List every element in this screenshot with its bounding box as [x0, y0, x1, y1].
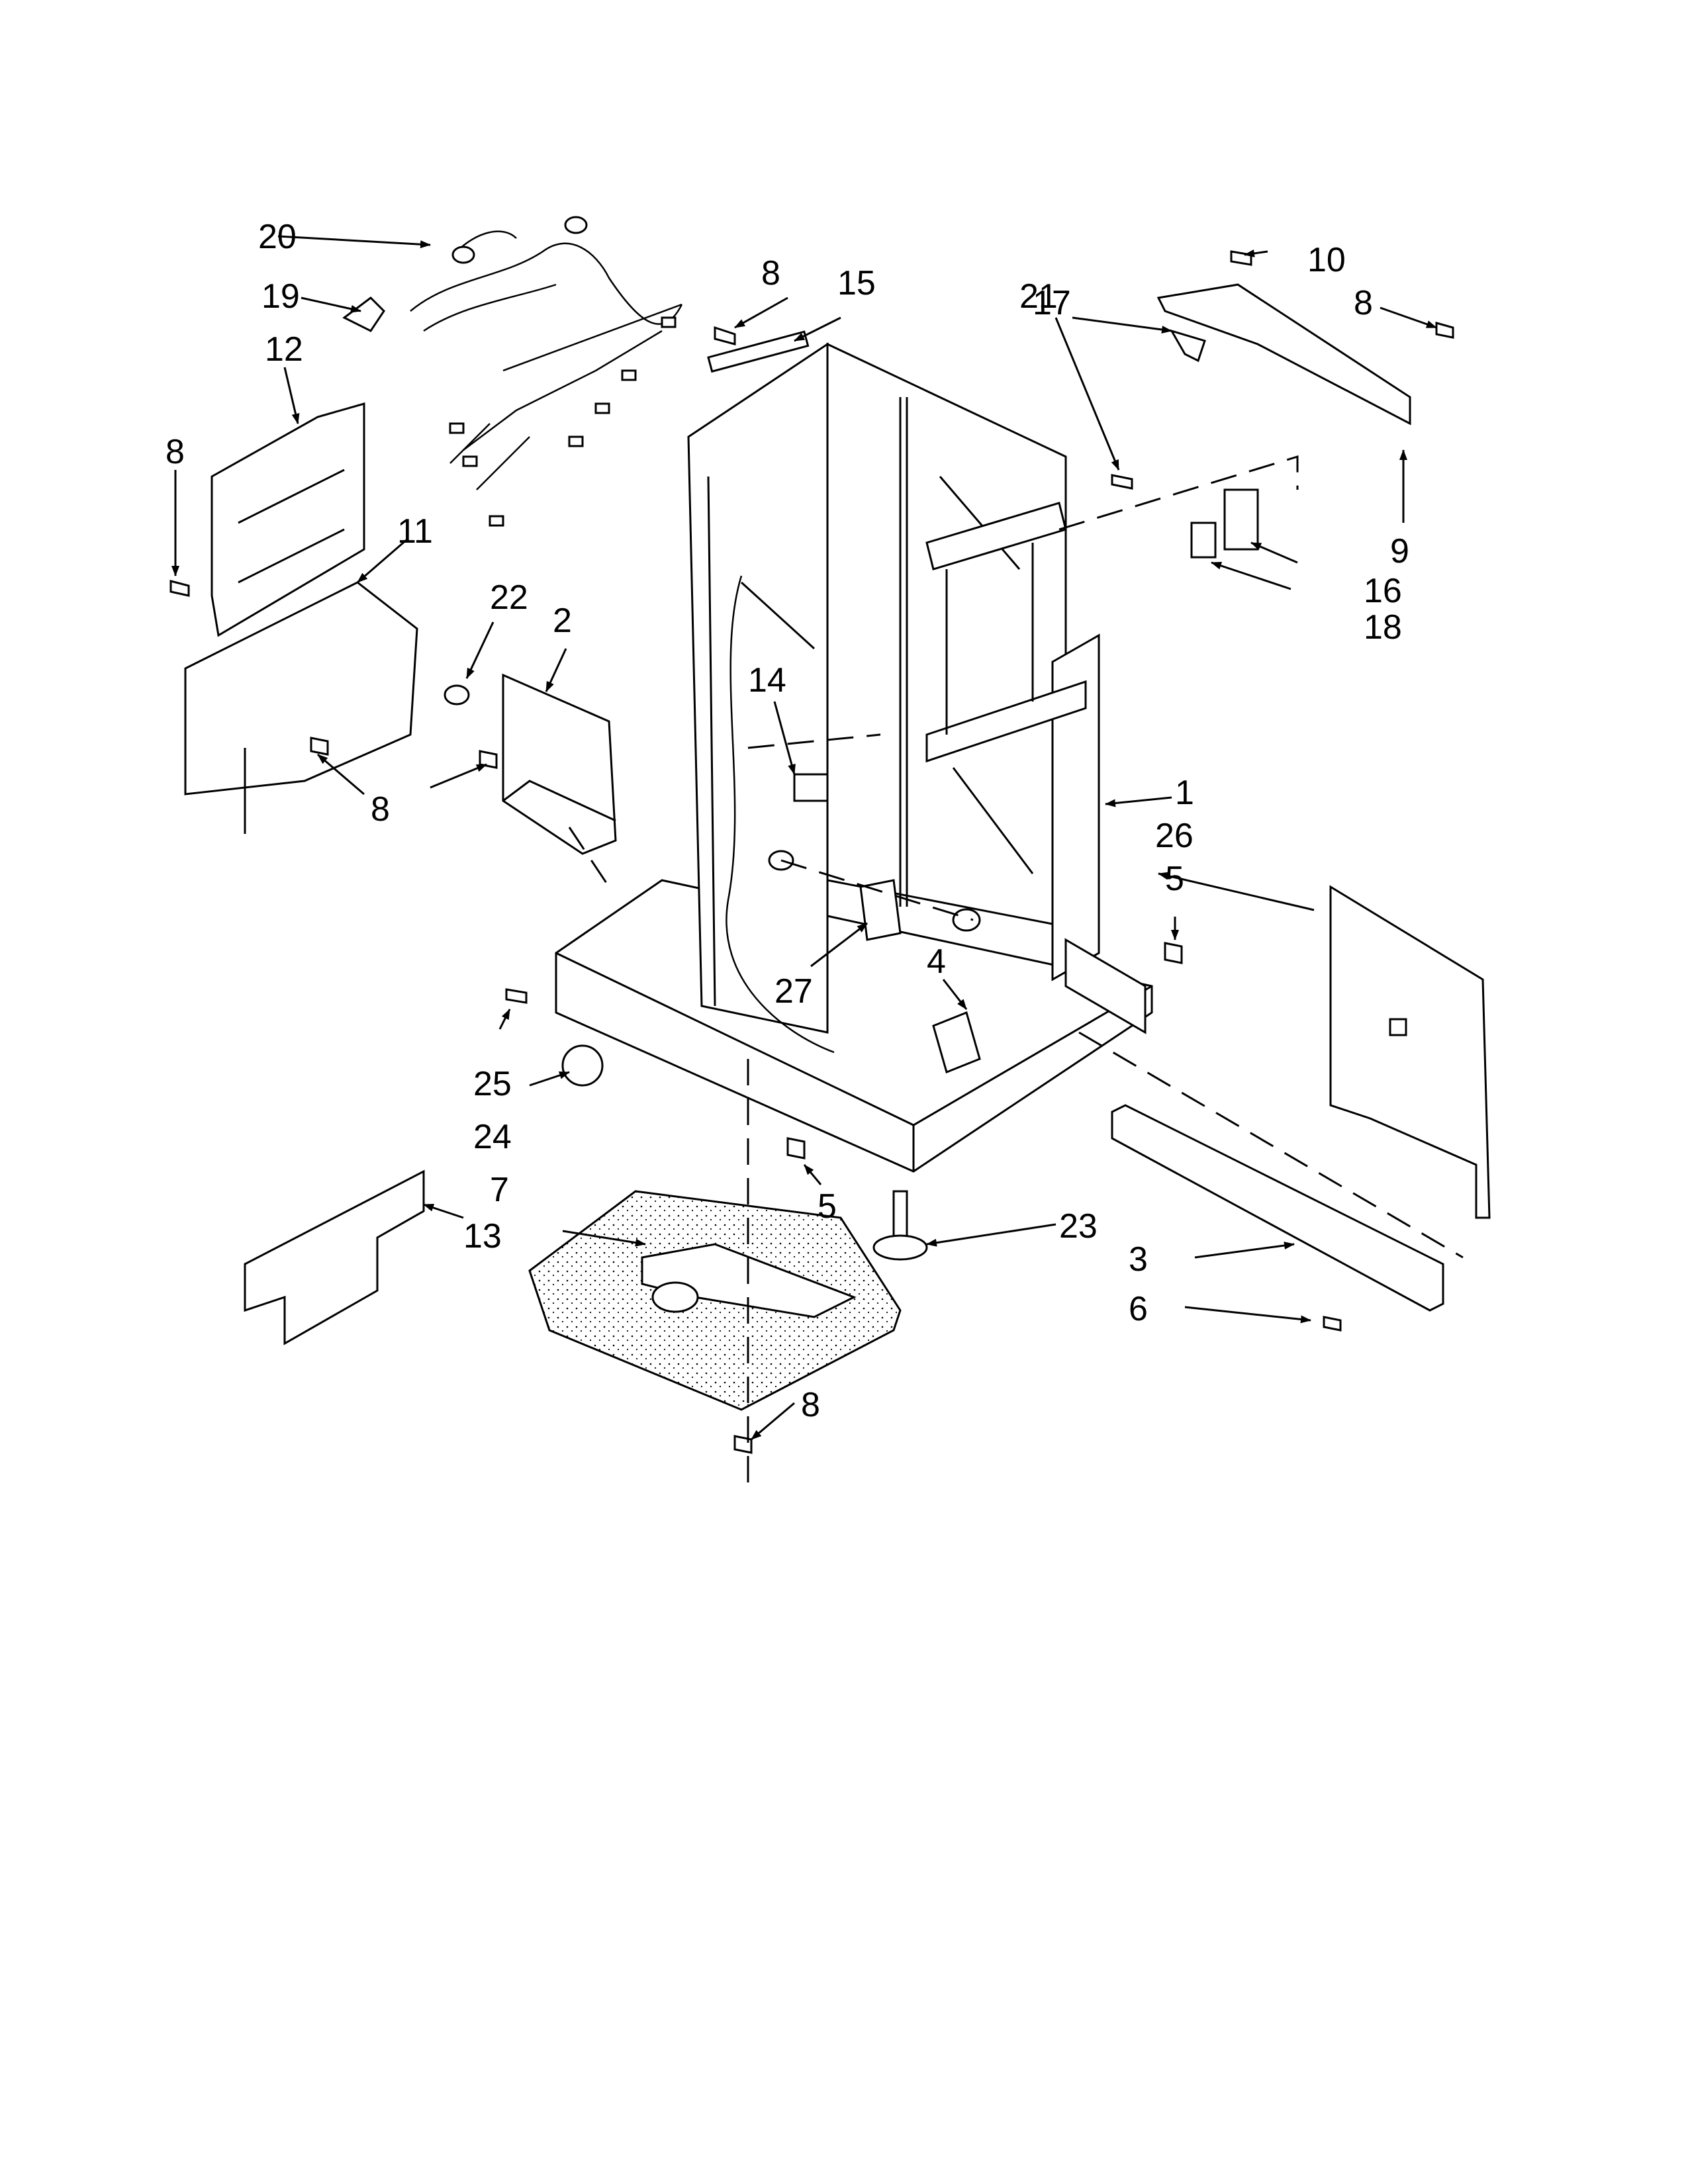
plate-15 — [707, 330, 810, 373]
clip-21 — [1169, 329, 1206, 363]
spring-27 — [859, 879, 902, 941]
screw-8b — [1435, 322, 1454, 339]
label-16: 16 — [1364, 572, 1402, 610]
label-25: 25 — [473, 1065, 512, 1103]
hardware — [169, 250, 1454, 1454]
cabinet-frame — [555, 342, 1153, 1173]
label-19: 19 — [261, 277, 300, 316]
label-23: 23 — [1059, 1207, 1098, 1246]
label-5a: 5 — [1165, 860, 1184, 898]
label-12: 12 — [265, 330, 303, 369]
label-22: 22 — [490, 578, 528, 617]
label-7: 7 — [490, 1171, 509, 1209]
clip-14 — [793, 773, 829, 802]
screw-25 — [505, 988, 528, 1004]
label-6: 6 — [1129, 1290, 1148, 1328]
label-21: 21 — [1019, 277, 1058, 316]
rail-3 — [1111, 1104, 1444, 1312]
label-8b: 8 — [1354, 284, 1373, 322]
plate-18 — [1190, 522, 1217, 559]
label-27: 27 — [774, 972, 813, 1011]
screw-6 — [1323, 1316, 1342, 1332]
label-13: 13 — [463, 1217, 502, 1255]
label-14: 14 — [748, 661, 786, 700]
callout-labels: 1 2 3 4 5 5 6 7 8 8 8 8 8 8 9 10 11 12 1… — [165, 218, 1409, 1424]
label-8f: 8 — [801, 1386, 820, 1424]
label-20: 20 — [258, 218, 297, 256]
nut-5a — [1164, 942, 1183, 964]
label-26: 26 — [1155, 817, 1194, 855]
callout-arrows — [171, 235, 1437, 1441]
label-15: 15 — [837, 264, 876, 302]
label-8c: 8 — [165, 433, 185, 471]
label-1: 1 — [1175, 774, 1194, 812]
label-18: 18 — [1364, 608, 1402, 647]
grommet-22 — [444, 684, 470, 705]
label-3: 3 — [1129, 1240, 1148, 1279]
label-8a: 8 — [761, 254, 780, 293]
valve-4 — [932, 1011, 981, 1074]
screw-8c — [169, 580, 190, 597]
caster-24 — [561, 1044, 604, 1087]
screw-8d — [310, 737, 329, 756]
bracket-16 — [1223, 488, 1259, 551]
bracket-9 — [1156, 283, 1411, 426]
nut-5b — [786, 1137, 806, 1160]
panel-13 — [244, 1169, 425, 1345]
label-5b: 5 — [818, 1187, 837, 1226]
wire-harness — [342, 216, 683, 527]
leader-dashes — [568, 455, 1464, 1496]
screw-17 — [1111, 474, 1133, 490]
bracket-2 — [502, 673, 617, 855]
label-2: 2 — [553, 602, 572, 640]
screw-8e — [479, 750, 498, 769]
panel-26 — [1329, 885, 1491, 1219]
label-8d: 8 — [371, 790, 390, 829]
label-24: 24 — [473, 1118, 512, 1156]
label-4: 4 — [927, 942, 946, 981]
label-11: 11 — [397, 512, 433, 551]
label-10: 10 — [1307, 241, 1346, 279]
label-9: 9 — [1390, 532, 1409, 570]
screw-8a — [714, 326, 736, 345]
label-17: 17 — [1033, 284, 1071, 322]
